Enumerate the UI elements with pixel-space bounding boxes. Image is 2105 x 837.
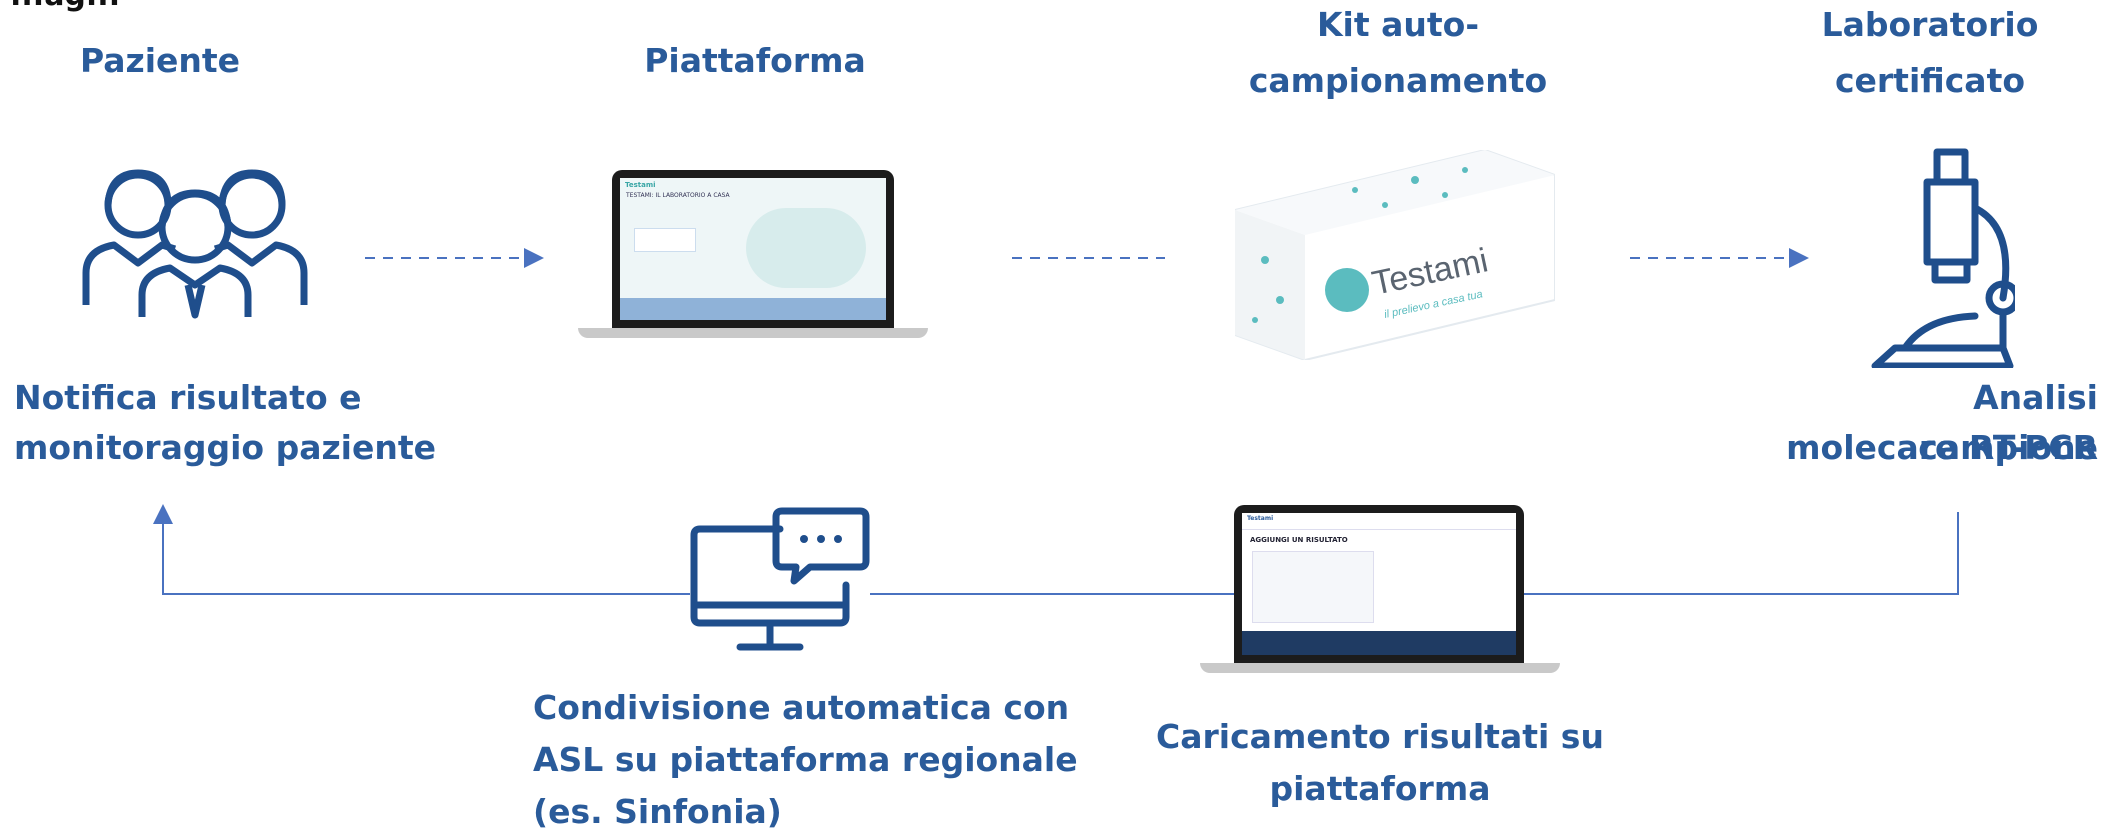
lab-title-1: Laboratorio bbox=[1821, 5, 2039, 44]
platform-title: Piattaforma bbox=[644, 41, 866, 80]
microscope-icon bbox=[1871, 148, 2015, 368]
upload-laptop-image: Testami AGGIUNGI UN RISULTATO bbox=[1200, 505, 1560, 675]
lab-title-2: certificato bbox=[1834, 61, 2026, 100]
screen-logo: Testami bbox=[625, 181, 656, 189]
patient-caption-1: Notifica risultato e bbox=[14, 378, 362, 417]
upload-screen-headline: AGGIUNGI UN RISULTATO bbox=[1250, 536, 1348, 544]
testami-kit-box-image: Testami il prelievo a casa tua bbox=[1234, 148, 1556, 362]
arrow-share-patient bbox=[153, 504, 690, 595]
upload-caption-1: Caricamento risultati su bbox=[1156, 717, 1604, 756]
monitor-chat-icon bbox=[690, 507, 870, 651]
screen-headline: TESTAMI: IL LABORATORIO A CASA bbox=[626, 192, 730, 199]
share-caption-3: (es. Sinfonia) bbox=[533, 792, 782, 831]
kit-title-2: campionamento bbox=[1248, 61, 1548, 100]
lab-caption-1: Analisi campione bbox=[1918, 378, 2098, 467]
lab-caption-2: molecare RT-PCR bbox=[1786, 428, 2098, 467]
kit-title-1: Kit auto- bbox=[1316, 5, 1480, 44]
cut-heading: ...ag... bbox=[10, 0, 120, 13]
patient-caption-2: monitoraggio paziente bbox=[14, 428, 437, 467]
platform-screen: Testami TESTAMI: IL LABORATORIO A CASA bbox=[620, 178, 886, 320]
upload-screen: Testami AGGIUNGI UN RISULTATO bbox=[1242, 513, 1516, 655]
upload-screen-logo: Testami bbox=[1242, 513, 1516, 530]
share-caption-2: ASL su piattaforma regionale bbox=[533, 740, 1078, 779]
patient-title: Paziente bbox=[79, 41, 241, 80]
upload-caption-2: piattaforma bbox=[1269, 769, 1491, 808]
patients-icon bbox=[82, 169, 308, 319]
line-lab-return bbox=[1520, 512, 1959, 595]
platform-laptop-image: Testami TESTAMI: IL LABORATORIO A CASA bbox=[578, 170, 928, 340]
share-caption-1: Condivisione automatica con bbox=[533, 688, 1070, 727]
